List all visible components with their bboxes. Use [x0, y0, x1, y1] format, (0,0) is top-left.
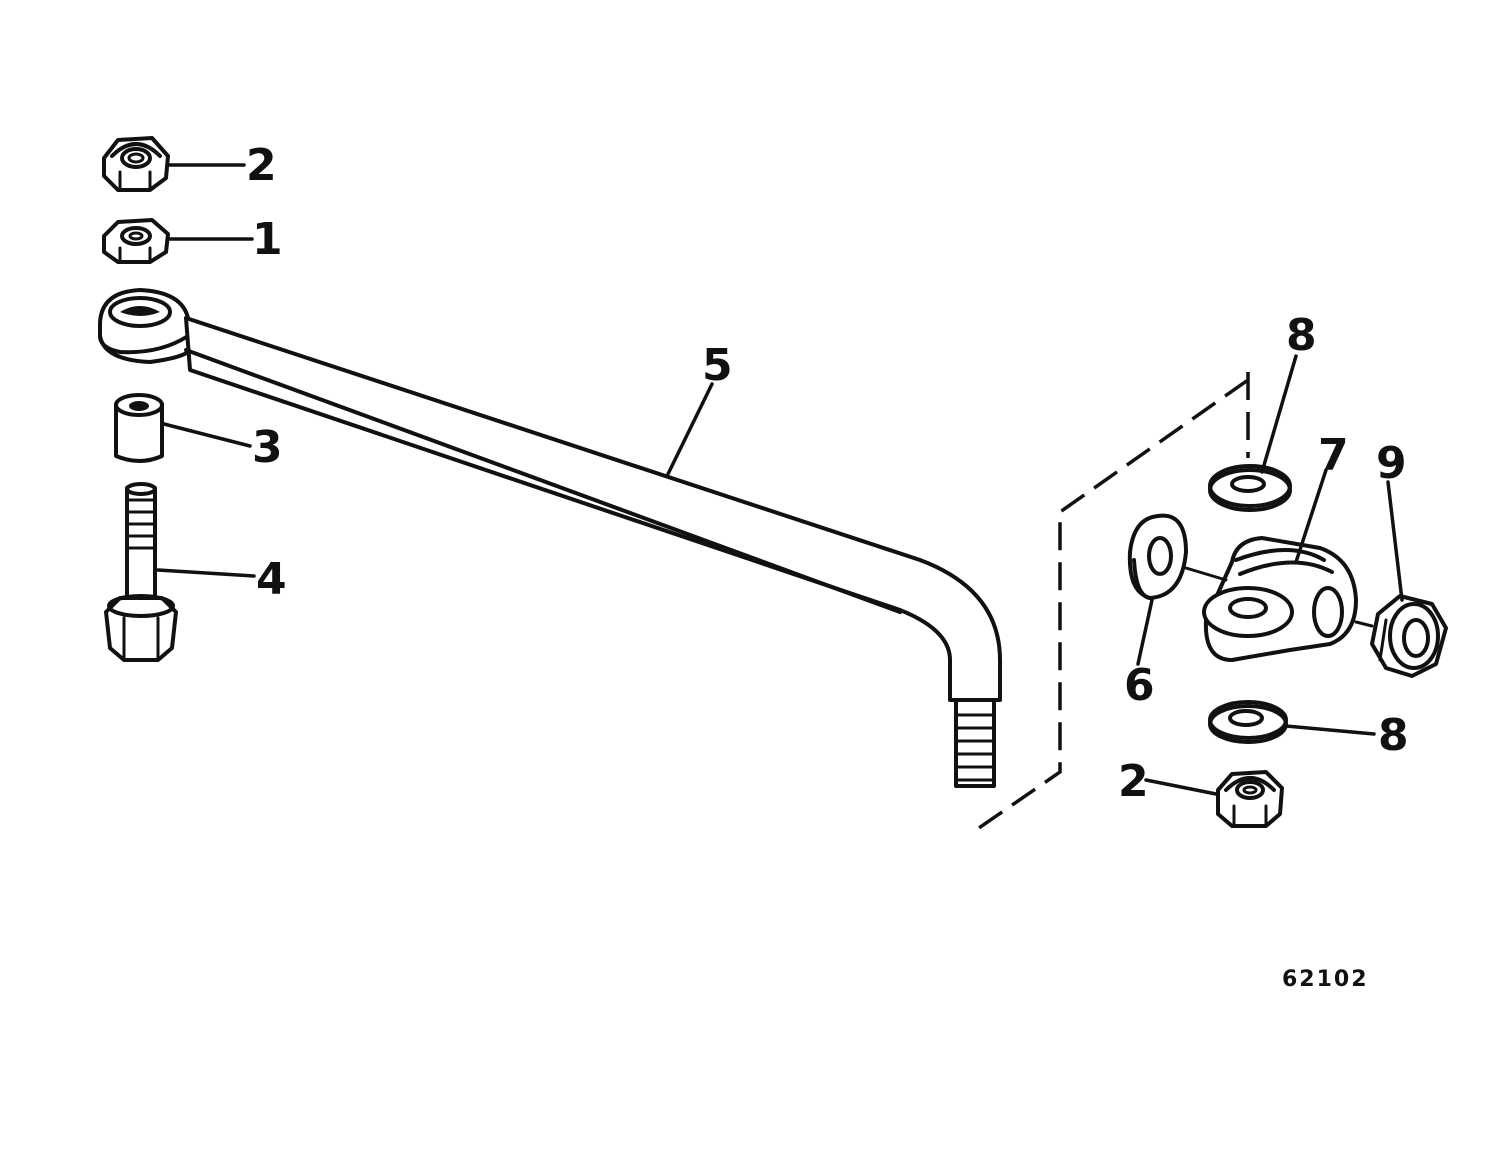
link-rod-part — [98, 288, 1002, 788]
leader-6 — [1136, 598, 1154, 666]
washer-top-part — [1208, 464, 1292, 512]
hex-nut-part — [102, 218, 170, 264]
callout-8-top: 8 — [1286, 310, 1317, 361]
callout-2-top: 2 — [246, 140, 277, 191]
callout-4: 4 — [256, 554, 287, 605]
washer-side-part — [1127, 513, 1188, 600]
leader-5 — [666, 382, 714, 476]
leader-8-bottom — [1284, 724, 1376, 736]
callout-3: 3 — [252, 422, 283, 473]
leader-4 — [156, 568, 256, 578]
bolt-part — [104, 482, 178, 662]
callout-5: 5 — [702, 340, 733, 391]
washer-bottom-part — [1208, 700, 1288, 744]
nut-top-left-part — [102, 136, 170, 192]
callout-9: 9 — [1376, 438, 1407, 489]
leader-2-bottom — [1144, 778, 1218, 796]
callout-2-bottom: 2 — [1118, 756, 1149, 807]
nut-bottom-part — [1216, 770, 1284, 828]
assembly-line — [975, 372, 1250, 832]
callout-7: 7 — [1318, 430, 1349, 481]
spacer-part — [114, 393, 164, 463]
figure-number: 62102 — [1282, 967, 1369, 992]
connector-part — [1184, 536, 1374, 662]
leader-9 — [1386, 480, 1404, 602]
leader-7 — [1294, 468, 1328, 564]
callout-1: 1 — [252, 214, 283, 265]
callout-8-bottom: 8 — [1378, 710, 1409, 761]
leader-8-top — [1260, 354, 1298, 474]
callout-6: 6 — [1124, 660, 1155, 711]
lock-nut-part — [1370, 594, 1448, 678]
leader-3 — [162, 422, 252, 448]
